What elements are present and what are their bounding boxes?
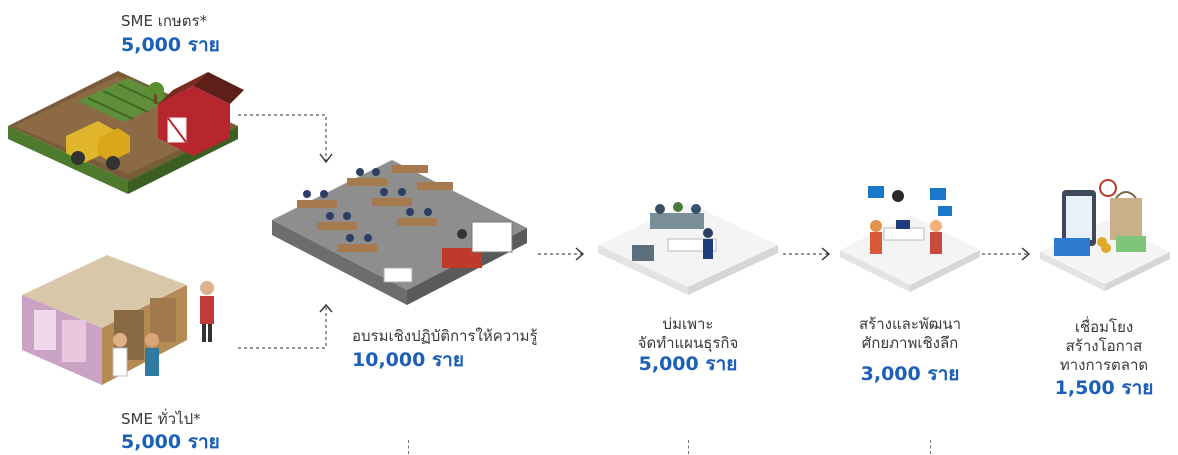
stage-capability-line-2: ศักยภาพเชิงลึก: [861, 334, 959, 352]
stage-incubation-line-1: บ่มเพาะ: [662, 315, 714, 333]
stage-market-count-value: 1,500: [1054, 377, 1115, 399]
stage-incubation-count: 5,000 ราย: [598, 352, 778, 376]
arrow-1-head: [575, 247, 585, 261]
source-general-count-value: 5,000: [121, 431, 182, 453]
bottom-tick-2: [688, 440, 689, 454]
stage-incubation-line-2: จัดทำแผนธุรกิจ: [637, 334, 739, 352]
stage-training-count-value: 10,000: [352, 349, 426, 371]
stage-capability-count-value: 3,000: [860, 363, 921, 385]
stage-incubation-label: บ่มเพาะ จัดทำแผนธุรกิจ: [598, 315, 778, 353]
stage-market-line-2: สร้างโอกาส: [1065, 337, 1143, 355]
stage-market-line-3: ทางการตลาด: [1059, 356, 1149, 374]
source-agri-label: SME เกษตร*: [121, 12, 208, 30]
source-agri-count-value: 5,000: [121, 34, 182, 56]
agri-arrowhead: [319, 153, 333, 164]
stage-incubation-count-value: 5,000: [638, 353, 699, 375]
source-general-count-unit: ราย: [187, 431, 220, 453]
bottom-tick-1: [408, 440, 409, 454]
incubation-illustration: [598, 202, 778, 295]
farm-illustration: [8, 71, 244, 194]
stage-market-label: เชื่อมโยง สร้างโอกาส ทางการตลาด: [1030, 318, 1178, 375]
general-connector: [238, 305, 327, 349]
stage-market-line-1: เชื่อมโยง: [1074, 318, 1134, 336]
source-agri-count-unit: ราย: [187, 34, 220, 56]
bottom-tick-3: [930, 440, 931, 454]
training-classroom-illustration: [272, 160, 527, 305]
stage-capability-label: สร้างและพัฒนา ศักยภาพเชิงลึก: [830, 315, 990, 353]
source-general-label: SME ทั่วไป*: [121, 410, 201, 428]
stage-capability-count: 3,000 ราย: [830, 362, 990, 386]
source-general-count: 5,000 ราย: [121, 430, 220, 454]
source-agri-count: 5,000 ราย: [121, 33, 220, 57]
agri-connector: [238, 114, 327, 162]
stage-training-count: 10,000 ราย: [352, 348, 464, 372]
arrow-3-head: [1021, 247, 1031, 261]
stage-market-count: 1,500 ราย: [1030, 376, 1178, 400]
stage-training-label: อบรมเชิงปฏิบัติการให้ความรู้: [352, 327, 538, 345]
arrow-2-head: [821, 247, 831, 261]
stage-market-count-unit: ราย: [1121, 377, 1154, 399]
stage-training-count-unit: ราย: [431, 349, 464, 371]
stage-incubation-count-unit: ราย: [705, 353, 738, 375]
market-linkage-illustration: [1040, 179, 1170, 291]
general-arrowhead: [319, 303, 333, 313]
stage-capability-line-1: สร้างและพัฒนา: [859, 315, 961, 333]
stage-capability-count-unit: ราย: [927, 363, 960, 385]
capability-illustration: [840, 186, 980, 292]
shop-illustration: [22, 255, 214, 385]
